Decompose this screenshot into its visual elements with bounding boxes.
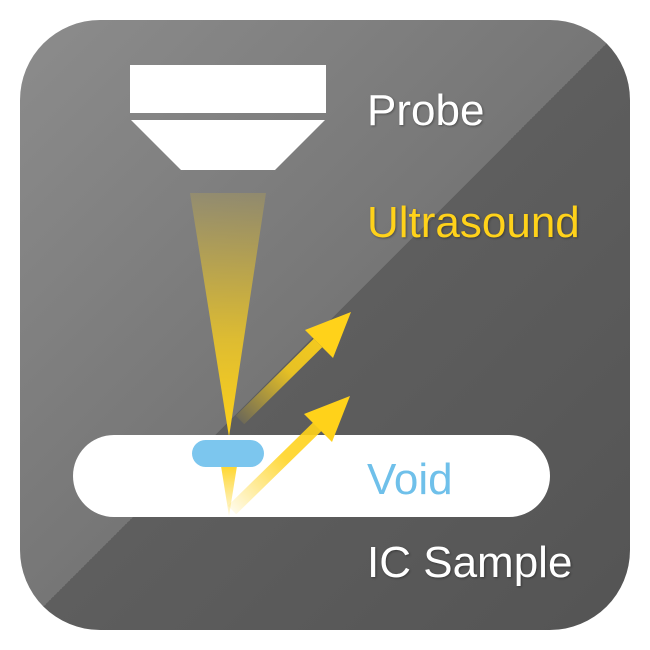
transducer-probe-icon xyxy=(130,65,326,170)
probe-tapered-head xyxy=(131,120,325,170)
ultrasound-label: Ultrasound xyxy=(367,198,580,247)
void-shape xyxy=(192,440,264,467)
reflection-arrow-icon xyxy=(227,396,350,515)
transmitted-beam xyxy=(221,466,237,516)
ic-sample-body xyxy=(73,435,550,517)
ultrasound-beam xyxy=(190,193,266,437)
probe-top-block xyxy=(130,65,326,113)
void-label: Void xyxy=(367,455,453,504)
probe-label: Probe xyxy=(367,86,485,135)
reflection-arrow-icon xyxy=(235,312,351,425)
ic-sample-label: IC Sample xyxy=(367,538,573,587)
